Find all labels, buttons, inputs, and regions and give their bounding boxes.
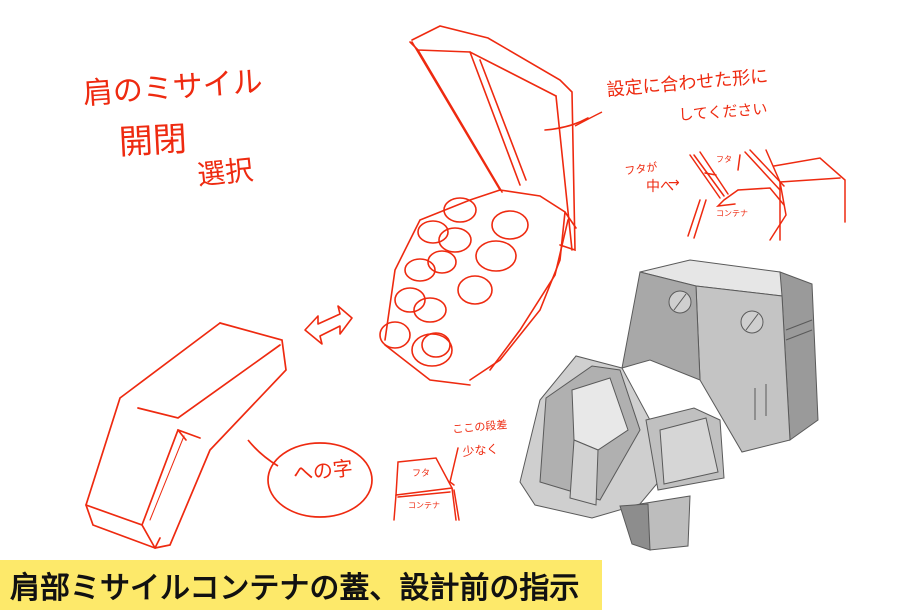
lid-box-sketch (393, 447, 460, 521)
shape-bubble-text: への字 (291, 455, 354, 486)
caption-bar: 肩部ミサイルコンテナの蓋、設計前の指示 (0, 560, 602, 610)
lid-inward-note-line2: 中へ (646, 179, 674, 195)
lid-detail-sketch (687, 149, 846, 241)
open-missile-pod-sketch (379, 25, 589, 386)
detail-container-label: コンテナ (716, 209, 748, 218)
box-container-label: コンテナ (408, 501, 440, 510)
lid-inward-arrow-icon: → (668, 175, 680, 191)
title-note-line2: 開閉 (117, 119, 188, 163)
step-note-line2: 少なく (461, 441, 500, 459)
bent-lid-sketch (85, 322, 287, 550)
double-arrow-icon (304, 305, 353, 345)
request-leader-line (574, 111, 603, 127)
caption-text: 肩部ミサイルコンテナの蓋、設計前の指示 (10, 571, 580, 606)
title-note-line3: 選択 (195, 153, 255, 192)
detail-lid-label: フタ (716, 155, 732, 164)
shape-bubble (247, 439, 373, 518)
rendered-missile-container (519, 259, 819, 551)
box-lid-label: フタ (412, 469, 431, 479)
